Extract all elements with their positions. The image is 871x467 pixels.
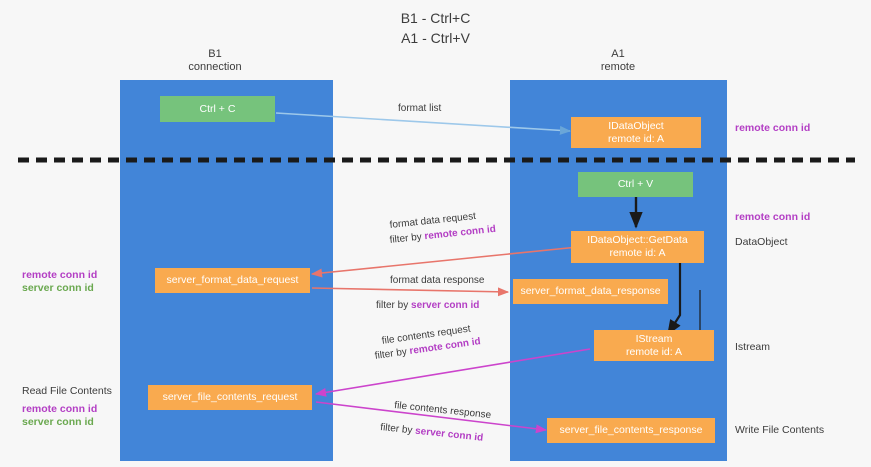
filter-prefix: filter by bbox=[374, 346, 411, 362]
left-label-remote-conn-id: remote conn id bbox=[22, 269, 98, 281]
right-label-remote-conn-id-top: remote conn id bbox=[735, 122, 811, 134]
node-ctrl-v[interactable]: Ctrl + V bbox=[578, 172, 693, 197]
right-label-remote-conn-id-mid: remote conn id bbox=[735, 211, 811, 223]
left-label-read-file-contents: Read File Contents bbox=[22, 385, 112, 397]
node-server-file-contents-request[interactable]: server_file_contents_request bbox=[148, 385, 312, 410]
node-server-format-data-request[interactable]: server_format_data_request bbox=[155, 268, 310, 293]
arrow-label-format-data-response: format data response bbox=[390, 275, 485, 286]
arrow-label-file-contents-response-filter: filter by server conn id bbox=[380, 421, 484, 445]
filter-prefix: filter by bbox=[379, 421, 416, 437]
node-server-file-contents-response[interactable]: server_file_contents_response bbox=[547, 418, 715, 443]
lane-header-a1: A1 remote bbox=[600, 48, 636, 73]
arrow-label-format-list: format list bbox=[398, 103, 442, 114]
node-idataobject-getdata[interactable]: IDataObject::GetData remote id: A bbox=[571, 231, 704, 263]
page-title: B1 - Ctrl+C A1 - Ctrl+V bbox=[400, 10, 471, 46]
filter-key: server conn id bbox=[411, 300, 480, 311]
arrow-label-format-data-response-filter: filter by server conn id bbox=[376, 299, 479, 312]
filter-key: server conn id bbox=[414, 425, 484, 444]
node-istream[interactable]: IStream remote id: A bbox=[594, 330, 714, 361]
arrow-label-file-contents-response: file contents response bbox=[393, 399, 492, 422]
left-label-server-conn-id-2: server conn id bbox=[22, 416, 94, 428]
node-idataobject[interactable]: IDataObject remote id: A bbox=[571, 117, 701, 148]
right-label-istream: Istream bbox=[735, 341, 771, 353]
left-label-remote-conn-id-2: remote conn id bbox=[22, 403, 98, 415]
node-server-format-data-response[interactable]: server_format_data_response bbox=[513, 279, 668, 304]
filter-prefix: filter by bbox=[389, 231, 426, 246]
right-label-dataobject: DataObject bbox=[735, 236, 788, 248]
right-label-write-file-contents: Write File Contents bbox=[735, 424, 825, 436]
lane-header-b1: B1 connection bbox=[188, 48, 242, 73]
node-ctrl-c[interactable]: Ctrl + C bbox=[160, 96, 275, 122]
filter-prefix: filter by bbox=[376, 300, 412, 311]
left-label-server-conn-id: server conn id bbox=[22, 282, 94, 294]
